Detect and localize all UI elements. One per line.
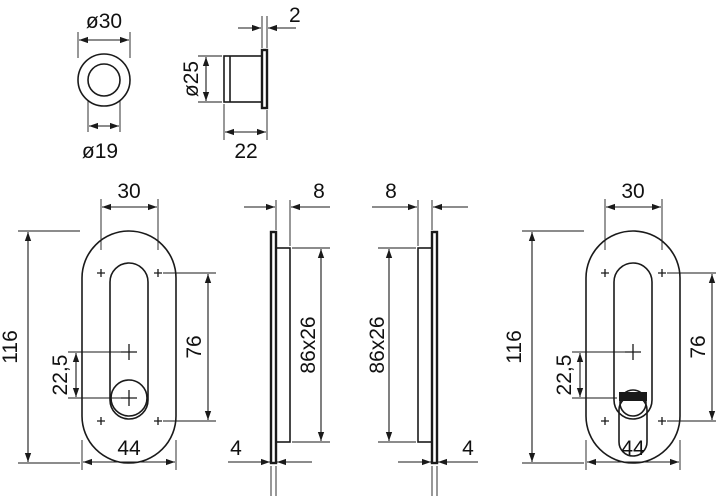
profile-left-body [275, 247, 291, 443]
plate-left-slot-label: 76 [183, 335, 206, 358]
cap-outer-circle [77, 53, 131, 107]
profile-view-right: 8 86x26 4 [366, 180, 478, 496]
profile-right-thickness-bottom-label: 4 [462, 437, 474, 460]
plate-slot [613, 262, 653, 420]
plate-right-slot-label: 76 [687, 335, 710, 358]
profile-left-thickness-bottom-label: 4 [230, 437, 242, 460]
plate-left-offset-label: 22,5 [49, 355, 72, 396]
plate-right-height-label: 116 [503, 330, 526, 363]
profile-right-cutout-label: 86x26 [366, 316, 389, 373]
cap-rim [260, 48, 269, 110]
cap-inner-diameter-label: ø19 [82, 140, 118, 163]
plate-left-height-label: 116 [0, 330, 22, 363]
profile-right-thickness-top-label: 8 [385, 180, 397, 203]
profile-left-thickness-top-label: 8 [313, 180, 325, 203]
profile-left-cutout-label: 86x26 [297, 316, 320, 373]
flush-plate-left: 30 116 76 22,5 44 [0, 180, 216, 470]
cap-dia-label: ø25 [180, 61, 203, 97]
profile-view-left: 8 86x26 4 [228, 180, 330, 496]
latch-bar [619, 392, 647, 401]
plate-right-offset-label: 22,5 [553, 355, 576, 396]
flush-plate-right: 30 116 76 22,5 44 [503, 180, 716, 470]
cap-depth-label: 22 [234, 140, 257, 163]
profile-right-plate [430, 230, 439, 465]
cap-front-view: ø30 ø19 [77, 10, 131, 163]
cap-inner-circle [87, 63, 121, 97]
cap-rim-label: 2 [289, 4, 301, 27]
profile-right-body [417, 247, 433, 443]
plate-left-width-top-label: 30 [117, 180, 140, 203]
latch-knob [619, 389, 647, 417]
plate-slot [109, 262, 149, 420]
plate-right-width-bottom-label: 44 [621, 437, 645, 460]
cap-outer-diameter-label: ø30 [86, 10, 122, 33]
plate-left-width-bottom-label: 44 [117, 437, 141, 460]
cap-side-view: 2 ø25 22 [180, 4, 301, 163]
plate-right-width-top-label: 30 [621, 180, 644, 203]
